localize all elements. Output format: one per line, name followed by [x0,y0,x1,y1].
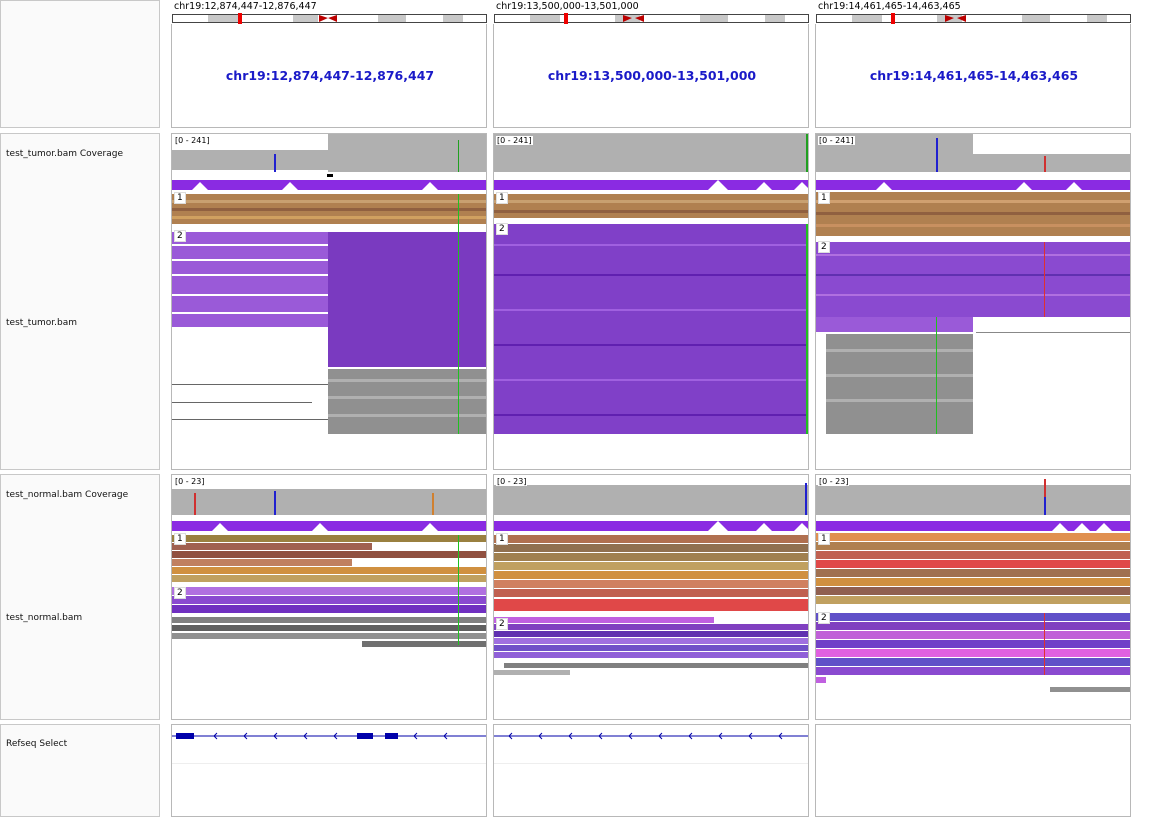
normal-alignments[interactable] [494,475,809,720]
refseq-name-panel: Refseq Select [0,724,160,817]
ruler-panel[interactable]: chr19:12,874,447-12,876,447 [171,24,487,128]
tumor-panel[interactable]: [0 - 241] 1 2 [171,133,487,470]
ruler-panel[interactable]: chr19:14,461,465-14,463,465 [815,24,1131,128]
group-label-1: 1 [174,192,186,204]
group-label-1: 1 [174,533,186,545]
refseq-panel[interactable] [493,724,809,817]
group-label-1: 1 [496,192,508,204]
tumor-alignments[interactable] [172,134,487,470]
frame-locus-label[interactable]: chr19:14,461,465-14,463,465 [818,1,961,12]
normal-coverage-range: [0 - 23] [174,477,206,486]
normal-name-panel: test_normal.bam Coverage test_normal.bam [0,474,160,720]
normal-panel[interactable]: [0 - 23] 1 2 [815,474,1131,720]
normal-coverage-range: [0 - 23] [818,477,850,486]
tumor-coverage-range: [0 - 241] [818,136,855,145]
normal-panel[interactable]: [0 - 23] 1 2 [171,474,487,720]
refseq-gene-track[interactable] [494,725,809,817]
tumor-alignments[interactable] [494,134,809,470]
tumor-panel[interactable]: [0 - 241] 1 2 [815,133,1131,470]
refseq-panel[interactable] [815,724,1131,817]
tumor-coverage-range: [0 - 241] [496,136,533,145]
normal-alignments[interactable] [816,475,1131,720]
tumor-name-panel: test_tumor.bam Coverage test_tumor.bam [0,133,160,470]
big-locus-label: chr19:13,500,000-13,501,000 [547,68,757,83]
tumor-alignments[interactable] [816,134,1131,470]
chromosome-ideogram[interactable] [172,13,487,24]
group-label-2: 2 [496,618,508,630]
refseq-gene-track[interactable] [172,725,487,817]
track-name-normal-coverage[interactable]: test_normal.bam Coverage [6,490,129,500]
frame-locus-label[interactable]: chr19:12,874,447-12,876,447 [174,1,317,12]
chromosome-ideogram[interactable] [494,13,809,24]
normal-coverage-range: [0 - 23] [496,477,528,486]
group-label-1: 1 [496,533,508,545]
tumor-coverage-range: [0 - 241] [174,136,211,145]
group-label-1: 1 [818,533,830,545]
group-label-1: 1 [818,192,830,204]
big-locus-label: chr19:12,874,447-12,876,447 [225,68,435,83]
big-locus-label: chr19:14,461,465-14,463,465 [869,68,1079,83]
track-name-normal-bam[interactable]: test_normal.bam [6,613,83,623]
header-name-panel [0,0,160,128]
group-label-2: 2 [818,241,830,253]
frame-locus-label[interactable]: chr19:13,500,000-13,501,000 [496,1,639,12]
track-name-tumor-coverage[interactable]: test_tumor.bam Coverage [6,149,123,159]
group-label-2: 2 [174,230,186,242]
track-name-tumor-bam[interactable]: test_tumor.bam [6,318,78,328]
chromosome-ideogram[interactable] [816,13,1131,24]
group-label-2: 2 [174,587,186,599]
group-label-2: 2 [818,612,830,624]
tumor-panel[interactable]: [0 - 241] 1 2 [493,133,809,470]
track-name-refseq[interactable]: Refseq Select [6,739,68,749]
group-label-2: 2 [496,223,508,235]
refseq-panel[interactable] [171,724,487,817]
ruler-panel[interactable]: chr19:13,500,000-13,501,000 [493,24,809,128]
normal-panel[interactable]: [0 - 23] 1 2 [493,474,809,720]
normal-alignments[interactable] [172,475,487,720]
